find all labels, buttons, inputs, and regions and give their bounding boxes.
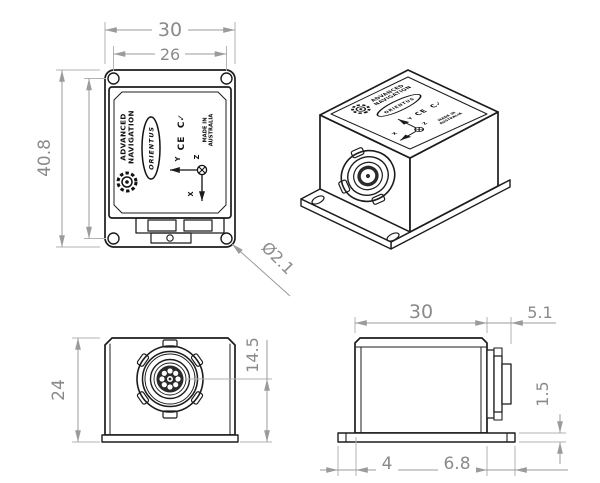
iso-axis-z-label: Z: [421, 121, 430, 125]
dim-connector-axis-height: 14.5: [243, 337, 262, 373]
isometric-view: ADVANCED NAVIGATION ORIENTUS C✓ CE MADE …: [300, 69, 511, 250]
brand-line1: ADVANCED: [119, 113, 128, 161]
ce-mark-icon: CE: [177, 136, 187, 151]
dim-hole-spacing: 26: [160, 45, 180, 64]
rcm-mark-icon: C✓: [177, 114, 187, 128]
top-view: ADVANCED NAVIGATION ORIENTUS C✓ CE MADE …: [35, 17, 298, 297]
axis-z-icon: [196, 164, 208, 176]
dim-flange-thickness: 1.5: [533, 381, 552, 406]
iso-box-top-face: [319, 69, 499, 159]
iso-axis-indicator: Y Z X: [391, 116, 430, 141]
brand-line2: NAVIGATION: [127, 110, 136, 164]
side-view: 30 5.1 1.5 4 6.8: [320, 301, 568, 476]
iso-made-in-line1: MADE IN: [436, 111, 457, 122]
axis-z-label: Z: [193, 154, 201, 159]
mounting-hole: [107, 232, 120, 245]
dim-front-height: 24: [49, 379, 69, 401]
product-badge: ORIENTUS: [141, 116, 161, 180]
dim-top-width: 30: [158, 19, 182, 41]
iso-axis-y-label: Y: [406, 116, 416, 121]
side-view-body: [354, 337, 488, 434]
axis-indicator: Y Z X: [170, 154, 208, 201]
front-view-dimensions: 24 14.5: [49, 337, 272, 443]
side-connector: [486, 347, 512, 421]
dim-flange-front-offset: 4: [382, 454, 393, 474]
brand-logo-text: ADVANCED NAVIGATION: [116, 110, 138, 193]
dim-connector-protrusion: 5.1: [527, 303, 552, 322]
dim-side-length: 30: [409, 301, 433, 323]
made-in-line2: AUSTRALIA: [209, 114, 215, 147]
mounting-hole: [107, 72, 120, 85]
iso-mounting-hole: [386, 232, 400, 242]
side-view-dimensions: 30 5.1 1.5 4 6.8: [320, 301, 568, 476]
axis-x-label: X: [187, 191, 195, 196]
mounting-hole: [220, 72, 233, 85]
dim-top-height: 40.8: [35, 139, 55, 177]
iso-flange-front-edge: [300, 198, 392, 250]
iso-mounting-hole: [311, 195, 325, 205]
hole-dia-leader: [231, 243, 291, 297]
front-view: 24 14.5: [49, 337, 272, 443]
made-in-label: MADE IN AUSTRALIA: [203, 114, 215, 147]
dim-flange-rear-offset: 6.8: [443, 454, 470, 474]
gear-logo-icon: [116, 171, 138, 193]
top-view-body-chamfer: [113, 91, 227, 214]
iso-rcm-mark-icon: C✓: [428, 101, 445, 109]
product-name: ORIENTUS: [148, 126, 156, 170]
iso-ce-mark-icon: CE: [413, 108, 430, 117]
mounting-hole: [220, 232, 233, 245]
front-view-flange: [101, 434, 239, 443]
axis-y-label: Y: [174, 156, 182, 162]
iso-top-chamfer: [330, 76, 488, 150]
connector-castellations: [136, 353, 204, 405]
side-view-flange: [337, 432, 516, 443]
iso-axis-x-label: X: [391, 132, 400, 136]
made-in-line1: MADE IN: [203, 117, 209, 142]
top-view-connector: [135, 217, 225, 244]
iso-connector: [338, 147, 396, 205]
